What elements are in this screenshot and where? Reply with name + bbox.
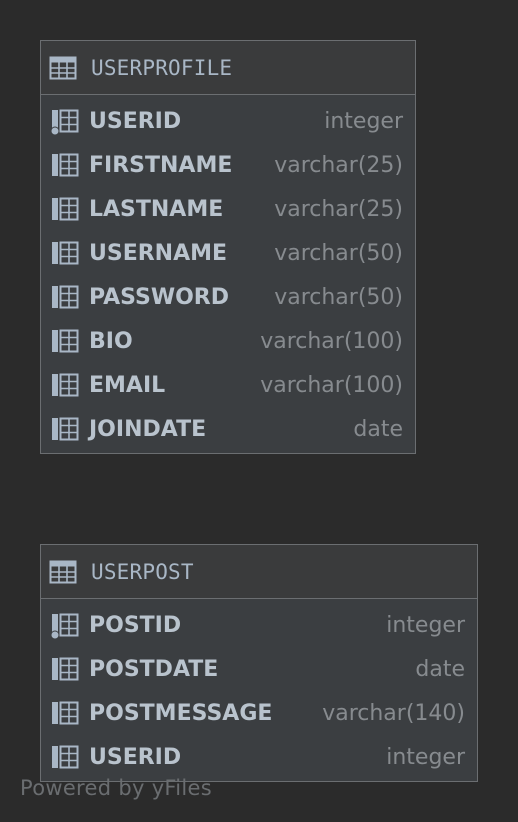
column-row[interactable]: EMAIL varchar(100) xyxy=(41,363,415,407)
column-icon xyxy=(52,417,79,441)
table-header[interactable]: USERPROFILE xyxy=(41,41,415,95)
table-header[interactable]: USERPOST xyxy=(41,545,477,599)
table-title: USERPROFILE xyxy=(91,55,233,80)
column-icon xyxy=(52,241,79,265)
column-row[interactable]: BIO varchar(100) xyxy=(41,319,415,363)
column-name: EMAIL xyxy=(89,372,166,398)
column-name: POSTDATE xyxy=(89,656,219,682)
column-row[interactable]: JOINDATE date xyxy=(41,407,415,451)
primary-key-column-icon xyxy=(51,109,79,135)
column-icon xyxy=(52,285,79,309)
column-list: USERID integer FIRSTNAME varchar(25) L xyxy=(41,95,415,451)
table-userpost[interactable]: USERPOST POSTID integer POSTDATE xyxy=(40,544,478,782)
column-name: FIRSTNAME xyxy=(89,152,233,178)
column-row[interactable]: PASSWORD varchar(50) xyxy=(41,275,415,319)
column-type: integer xyxy=(324,108,403,134)
column-type: date xyxy=(353,416,403,442)
column-list: POSTID integer POSTDATE date POSTMESSA xyxy=(41,599,477,779)
column-type: varchar(25) xyxy=(274,152,403,178)
column-row[interactable]: USERID integer xyxy=(41,735,477,779)
yfiles-watermark: Powered by yFiles xyxy=(20,776,212,800)
column-type: varchar(50) xyxy=(274,284,403,310)
column-row[interactable]: USERID integer xyxy=(41,99,415,143)
column-name: USERID xyxy=(89,744,182,770)
column-type: integer xyxy=(386,612,465,638)
column-row[interactable]: POSTMESSAGE varchar(140) xyxy=(41,691,477,735)
column-type: varchar(100) xyxy=(260,328,403,354)
column-type: date xyxy=(415,656,465,682)
primary-key-column-icon xyxy=(51,613,79,639)
column-name: POSTMESSAGE xyxy=(89,700,273,726)
column-row[interactable]: POSTID integer xyxy=(41,603,477,647)
column-name: POSTID xyxy=(89,612,182,638)
column-icon xyxy=(52,701,79,725)
column-name: USERNAME xyxy=(89,240,228,266)
column-row[interactable]: POSTDATE date xyxy=(41,647,477,691)
column-row[interactable]: USERNAME varchar(50) xyxy=(41,231,415,275)
column-type: varchar(140) xyxy=(322,700,465,726)
column-name: USERID xyxy=(89,108,182,134)
column-name: PASSWORD xyxy=(89,284,230,310)
column-name: BIO xyxy=(89,328,133,354)
column-row[interactable]: LASTNAME varchar(25) xyxy=(41,187,415,231)
table-icon xyxy=(49,560,77,583)
column-icon xyxy=(52,373,79,397)
table-icon xyxy=(49,56,77,79)
column-type: varchar(100) xyxy=(260,372,403,398)
column-icon xyxy=(52,153,79,177)
column-type: integer xyxy=(386,744,465,770)
table-title: USERPOST xyxy=(91,559,194,584)
table-userprofile[interactable]: USERPROFILE USERID integer FIRSTNA xyxy=(40,40,416,454)
column-type: varchar(50) xyxy=(274,240,403,266)
column-name: LASTNAME xyxy=(89,196,224,222)
column-icon xyxy=(52,657,79,681)
column-type: varchar(25) xyxy=(274,196,403,222)
column-row[interactable]: FIRSTNAME varchar(25) xyxy=(41,143,415,187)
column-icon xyxy=(52,197,79,221)
column-icon xyxy=(52,329,79,353)
column-icon xyxy=(52,745,79,769)
column-name: JOINDATE xyxy=(89,416,207,442)
